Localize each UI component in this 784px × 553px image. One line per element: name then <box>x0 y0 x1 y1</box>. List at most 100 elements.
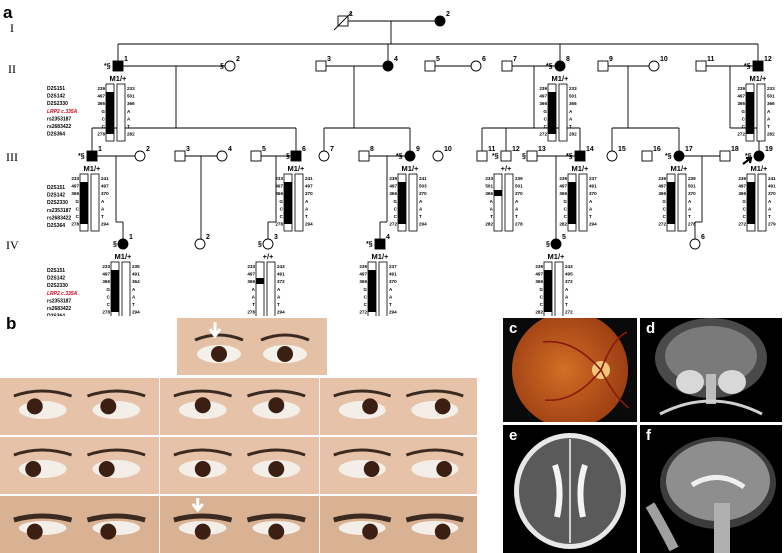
individual-iii-12-allele-left: A <box>490 206 494 211</box>
individual-iii-19-disease-haplotype <box>747 182 755 224</box>
individual-ii-1-male-symbol <box>112 60 124 72</box>
individual-ii-12-allele-left: C <box>742 124 746 129</box>
individual-iv-3-haplotype-right <box>266 261 276 316</box>
individual-iii-9-number: 9 <box>416 146 420 153</box>
deceased-slash <box>333 11 353 31</box>
individual-ii-12-genotype: M1/+ <box>750 74 768 83</box>
individual-iii-13-male-symbol <box>526 150 538 162</box>
generation-label-2: II <box>8 62 16 76</box>
individual-iii-9-allele-right: A <box>419 199 423 204</box>
eyes-gaze-icon <box>0 437 159 494</box>
individual-ii-12-allele-right: 282 <box>767 132 775 137</box>
individual-i-2-number: 2 <box>446 11 450 18</box>
individual-iii-6-male-symbol <box>290 150 302 162</box>
individual-iii-12-allele-left: A <box>490 199 494 204</box>
individual-iii-14-allele-left: C <box>564 206 568 211</box>
individual-iii-6-genotype: M1/+ <box>288 164 306 173</box>
individual-iii-8-male-symbol <box>358 150 370 162</box>
individual-iii-12-allele-right: 501 <box>515 184 523 189</box>
individual-iv-3-genotype: +/+ <box>263 252 274 261</box>
individual-iv-1-female-symbol <box>117 238 129 250</box>
individual-iii-17-allele-right: 278 <box>688 222 696 227</box>
individual-iv-5-number: 5 <box>562 234 566 241</box>
individual-iv-5-allele-left: C <box>540 294 544 299</box>
individual-ii-7-number: 7 <box>513 56 517 63</box>
individual-iv-1-allele-right: 491 <box>132 272 140 277</box>
individual-iv-1-allele-left: C <box>107 294 111 299</box>
individual-iv-5-allele-right: 243 <box>565 264 573 269</box>
marker-name: rs2353187 <box>47 208 71 214</box>
individual-ii-3-male-symbol <box>315 60 327 72</box>
individual-iii-6-allele-right: T <box>305 214 308 219</box>
individual-ii-12-allele-right: T <box>767 124 770 129</box>
individual-iv-1-genotype: M1/+ <box>115 252 133 261</box>
individual-iii-1-allele-left: 233 <box>71 176 79 181</box>
individual-iii-14-allele-right: 491 <box>589 184 597 189</box>
individual-iii-17-number: 17 <box>685 146 693 153</box>
individual-iv-6-female-symbol <box>689 238 701 250</box>
individual-ii-8-female-symbol <box>554 60 566 72</box>
individual-iii-18-number: 18 <box>731 146 739 153</box>
individual-iv-3-allele-right: 372 <box>277 279 285 284</box>
individual-iv-3-allele-left: 233 <box>247 264 255 269</box>
individual-iii-19-allele-left: C <box>743 214 747 219</box>
individual-iv-4-flag: *§ <box>366 241 373 248</box>
individual-iii-1-allele-left: C <box>76 206 80 211</box>
individual-iii-1-allele-left: G <box>75 199 79 204</box>
individual-iii-17-allele-right: 370 <box>688 191 696 196</box>
individual-iii-6-flag: § <box>286 153 290 160</box>
eye-photo-up-right <box>0 378 159 435</box>
eye-photo-grid <box>0 318 477 553</box>
individual-iv-4-allele-left: G <box>363 287 367 292</box>
individual-iii-6-allele-left: 497 <box>275 184 283 189</box>
individual-iii-19-allele-right: A <box>768 199 772 204</box>
individual-iii-15-female-symbol <box>606 150 618 162</box>
individual-iii-15-number: 15 <box>618 146 626 153</box>
panel-d-label: d <box>646 320 656 337</box>
individual-iii-14-allele-left: 282 <box>559 222 567 227</box>
individual-iii-19-allele-left: 366 <box>738 191 746 196</box>
individual-ii-1-allele-right: 233 <box>127 86 135 91</box>
individual-ii-8-allele-right: 282 <box>569 132 577 137</box>
individual-ii-1-allele-left: C <box>102 124 106 129</box>
individual-iii-1-genotype: M1/+ <box>84 164 102 173</box>
individual-iii-17-haplotype-right <box>677 173 687 232</box>
individual-iii-1-allele-right: A <box>101 199 105 204</box>
marker-name: rs2353187 <box>47 298 71 304</box>
eyes-gaze-icon <box>0 378 159 435</box>
generation-label-1: I <box>10 21 14 35</box>
individual-iv-1-disease-haplotype <box>111 270 119 312</box>
individual-iii-4-female-symbol <box>216 150 228 162</box>
individual-iii-1-allele-right: T <box>101 214 104 219</box>
individual-ii-8-allele-right: 501 <box>569 94 577 99</box>
individual-ii-12-disease-haplotype <box>746 92 754 134</box>
individual-iii-12-haplotype-left <box>493 173 503 232</box>
individual-ii-12-male-symbol <box>752 60 764 72</box>
eye-photo-right <box>0 437 159 494</box>
individual-iii-19-allele-left: C <box>743 206 747 211</box>
individual-ii-1-disease-haplotype <box>106 92 114 134</box>
individual-iv-3-allele-right: T <box>277 302 280 307</box>
individual-ii-1-allele-right: A <box>127 116 131 121</box>
marker-name: rs2683422 <box>47 306 71 312</box>
individual-iv-1-allele-left: 497 <box>102 272 110 277</box>
individual-iii-14-allele-left: 366 <box>559 191 567 196</box>
individual-iii-16-male-symbol <box>641 150 653 162</box>
panel-f-label: f <box>646 427 651 444</box>
individual-iii-12-recombinant-segment <box>494 190 502 196</box>
individual-ii-1-allele-left: C <box>102 116 106 121</box>
individual-iii-12-allele-right: 239 <box>515 176 523 181</box>
individual-iii-19-allele-left: 497 <box>738 184 746 189</box>
individual-ii-8-allele-right: A <box>569 116 573 121</box>
individual-iv-4-allele-right: 370 <box>389 279 397 284</box>
individual-ii-10-female-symbol <box>648 60 660 72</box>
individual-iv-1-allele-right: 294 <box>132 310 140 315</box>
generation-label-4: IV <box>6 238 19 252</box>
individual-iii-19-allele-left: G <box>742 199 746 204</box>
individual-iii-14-allele-right: 237 <box>589 176 597 181</box>
individual-iii-6-allele-left: G <box>279 199 283 204</box>
individual-iv-3-allele-right: A <box>277 287 281 292</box>
individual-ii-8-allele-left: C <box>544 116 548 121</box>
individual-ii-4-number: 4 <box>394 56 398 63</box>
